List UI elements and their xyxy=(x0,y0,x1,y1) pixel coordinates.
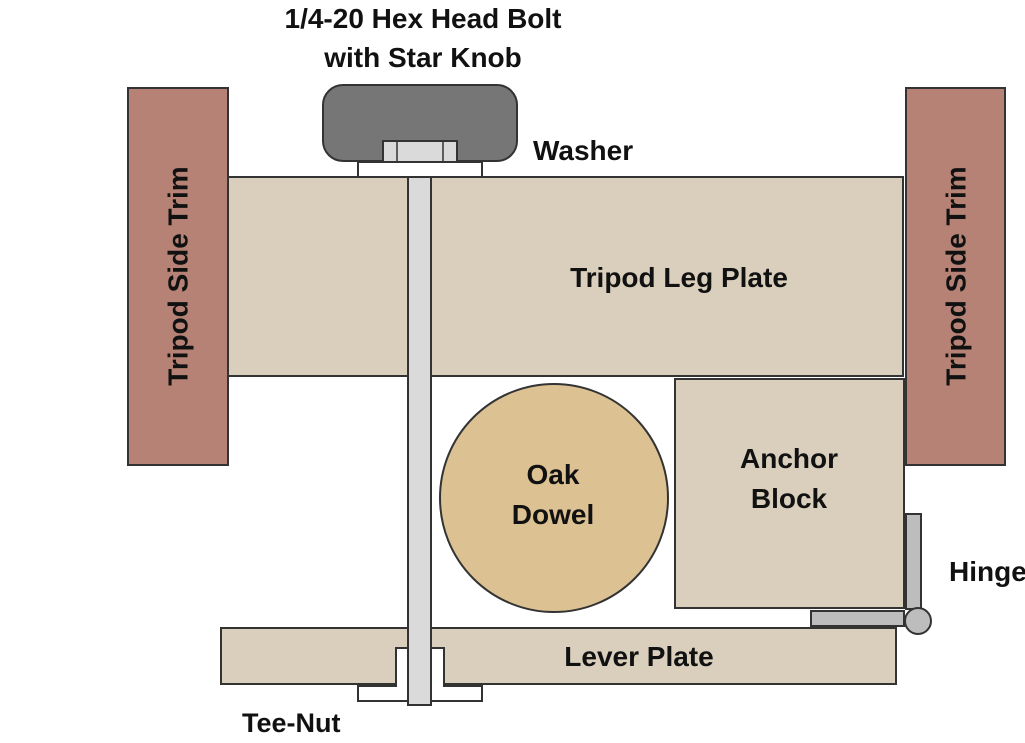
hinge-vertical-leaf xyxy=(905,513,922,610)
washer-label: Washer xyxy=(533,135,633,166)
anchor-label-line1: Anchor xyxy=(740,443,838,474)
hinge-label: Hinge xyxy=(949,556,1025,587)
dowel-label-line1: Oak xyxy=(527,459,580,490)
anchor-label-line2: Block xyxy=(751,483,828,514)
leg-plate-label: Tripod Leg Plate xyxy=(570,262,788,293)
tee-nut-label: Tee-Nut xyxy=(242,708,341,738)
dowel-label-line2: Dowel xyxy=(512,499,594,530)
anchor-block xyxy=(674,378,905,609)
hex-head xyxy=(382,140,458,163)
bolt-label-line2: with Star Knob xyxy=(323,42,522,73)
lever-plate xyxy=(220,627,897,685)
tripod-leg-plate xyxy=(227,176,904,377)
hinge-pin xyxy=(904,607,932,635)
left-side-trim xyxy=(127,87,229,466)
lever-plate-label: Lever Plate xyxy=(564,641,713,672)
hinge xyxy=(810,513,932,635)
oak-dowel xyxy=(439,383,669,613)
washer xyxy=(357,161,483,178)
right-side-trim xyxy=(905,87,1006,466)
right-trim-label: Tripod Side Trim xyxy=(941,166,972,385)
bolt-label-line1: 1/4-20 Hex Head Bolt xyxy=(285,3,562,34)
left-trim-label: Tripod Side Trim xyxy=(163,166,194,385)
bolt-shaft xyxy=(407,176,432,706)
hinge-horizontal-leaf xyxy=(810,610,905,627)
